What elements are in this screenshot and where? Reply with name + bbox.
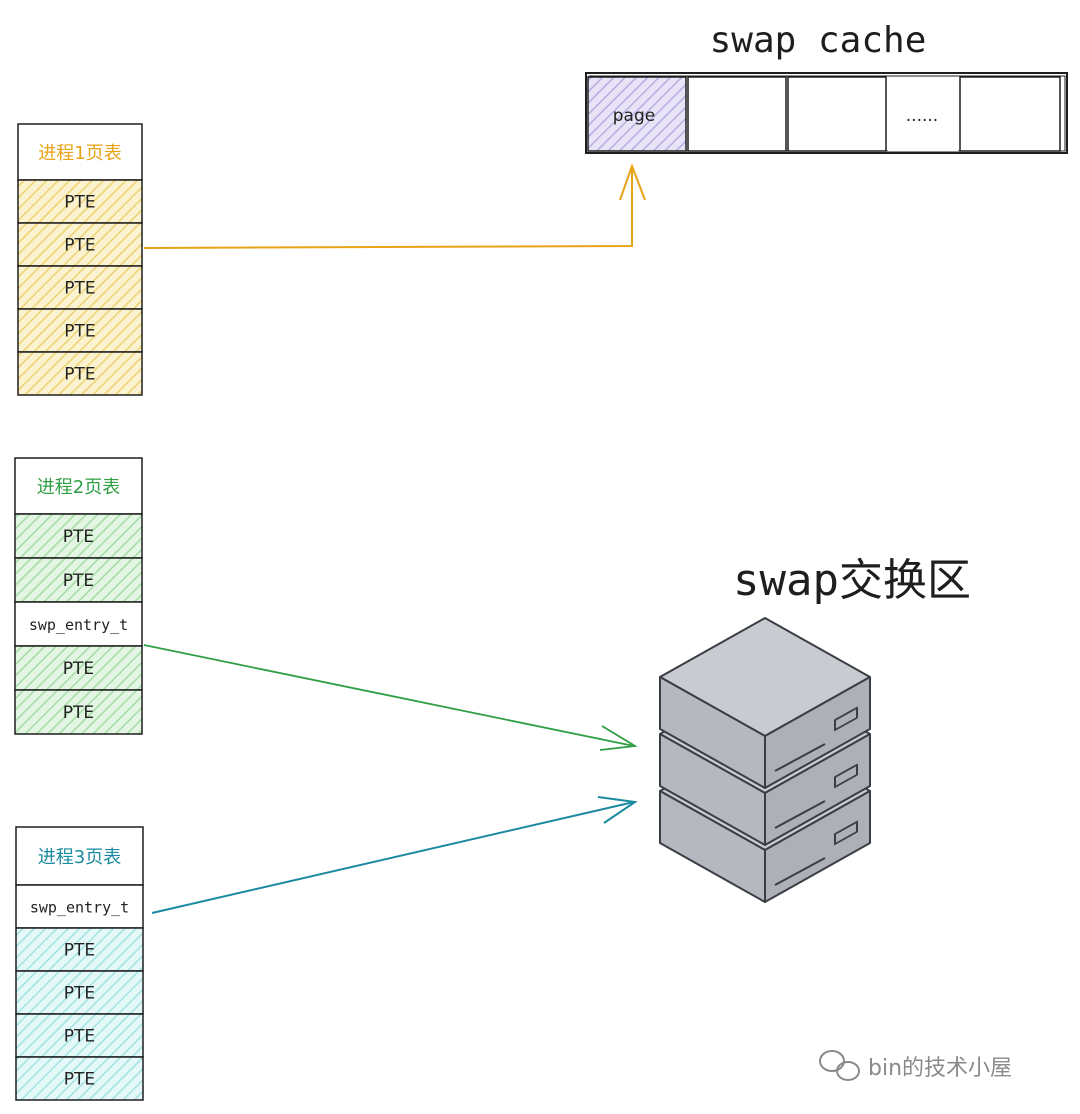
swp-entry-cell [15, 884, 144, 929]
pte-label: PTE [64, 236, 95, 256]
swp-entry-label: swp_entry_t [30, 899, 129, 917]
pte-label: PTE [64, 984, 95, 1004]
pte-label: PTE [64, 1027, 95, 1047]
pte-label: PTE [64, 941, 95, 961]
pte-label: PTE [64, 365, 95, 385]
page-table-process-1: 进程1页表 PTE PTE PTE PTE PTE [17, 123, 143, 396]
pte-label: PTE [63, 703, 94, 723]
pte-label: PTE [64, 322, 95, 342]
pte-cell [15, 1056, 144, 1101]
pte-label: PTE [64, 193, 95, 213]
pte-cell [17, 308, 143, 353]
swap-cache-slot [787, 76, 887, 152]
swap-cache-array: page ...... [585, 72, 1068, 154]
pte-cell [17, 179, 143, 224]
swap-cache-slot-page: page [587, 76, 687, 152]
pte-cell [15, 927, 144, 972]
arrow-process3-to-swap-area [151, 796, 638, 914]
swap-area-title: swap交换区 [733, 555, 971, 606]
page-table-title: 进程1页表 [38, 143, 121, 164]
swap-cache-slot [687, 76, 787, 152]
swap-cache-slot [959, 76, 1061, 152]
pte-label: PTE [63, 659, 94, 679]
page-table-title: 进程2页表 [37, 477, 120, 498]
server-stack-icon [659, 617, 871, 903]
swap-cache-title: swap cache [710, 20, 927, 61]
arrow-process2-to-swap-area [143, 644, 638, 751]
pte-cell [17, 265, 143, 310]
swap-cache-slot-ellipsis: ...... [888, 77, 958, 151]
swap-cache-slot-label: page [613, 106, 655, 126]
page-table-header-box [15, 826, 144, 886]
swp-entry-label: swp_entry_t [29, 616, 128, 634]
swp-entry-cell [14, 601, 143, 647]
watermark-text: bin的技术小屋 [868, 1056, 1012, 1081]
pte-label: PTE [64, 1070, 95, 1090]
page-table-title: 进程3页表 [38, 847, 121, 868]
pte-label: PTE [63, 527, 94, 547]
page-tables: 进程1页表 PTE PTE PTE PTE PTE 进程2页表 PTE PTE swp_entry… [14, 123, 144, 1101]
pte-cell [14, 689, 143, 735]
watermark: bin的技术小屋 [819, 1050, 1012, 1081]
page-table-header-box [14, 457, 143, 515]
swap-cache-ellipsis: ...... [906, 106, 938, 126]
pte-cell [17, 351, 143, 396]
arrow-pte-to-swap-cache [143, 163, 646, 249]
pte-cell [14, 557, 143, 603]
page-table-header-box [17, 123, 143, 181]
pte-label: PTE [63, 571, 94, 591]
wechat-icon [819, 1050, 860, 1081]
pte-label: PTE [64, 279, 95, 299]
